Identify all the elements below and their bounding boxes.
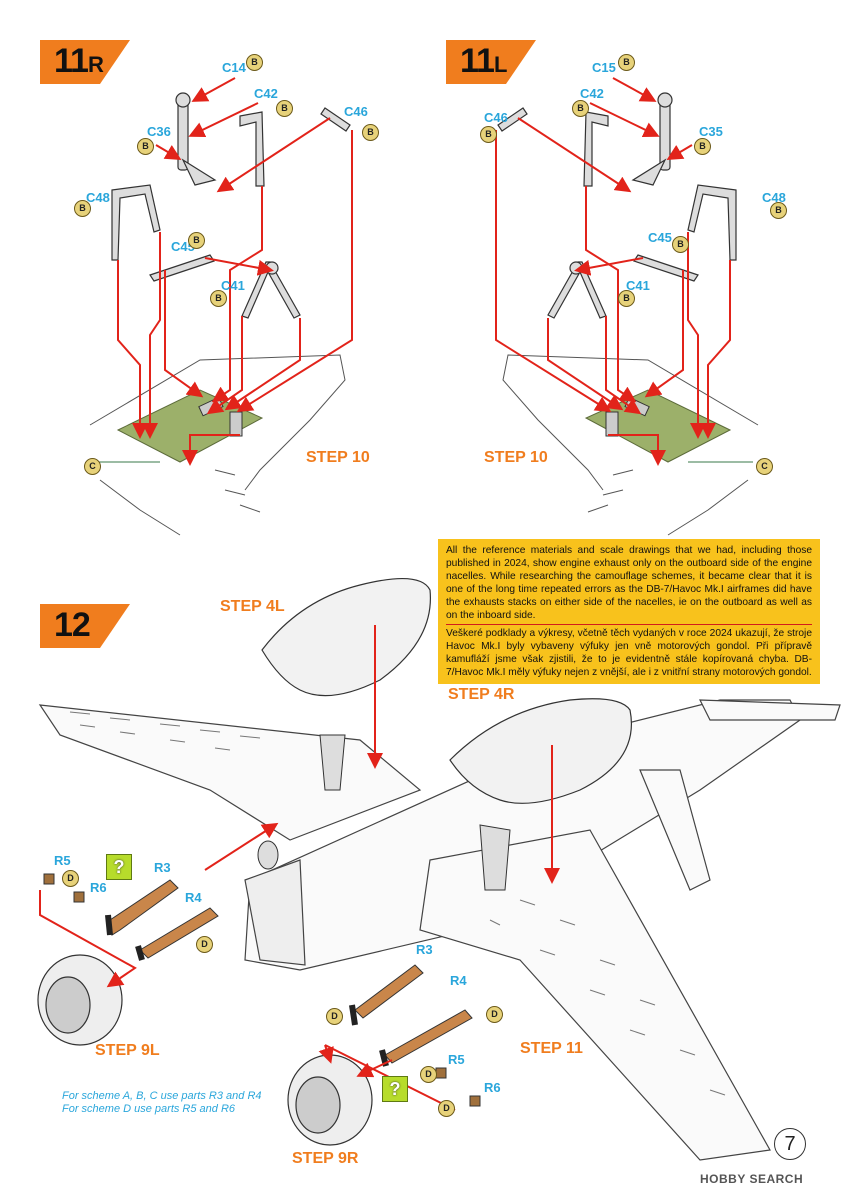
sprue-b-marker: B: [362, 124, 379, 141]
step-ref-9r: STEP 9R: [292, 1150, 359, 1167]
part-r5-label: R5: [448, 1052, 465, 1067]
sprue-d-marker: D: [438, 1100, 455, 1117]
sprue-b-marker: B: [246, 54, 263, 71]
sprue-d-marker: D: [486, 1006, 503, 1023]
part-r4-label: R4: [185, 890, 202, 905]
note-czech: Veškeré podklady a výkresy, včetně těch …: [446, 628, 812, 678]
cowling-4r: [449, 698, 632, 804]
step-11r-badge: 11R: [40, 40, 130, 84]
part-c41-label: C41: [626, 278, 650, 293]
step-number: 11R: [54, 42, 104, 80]
sprue-b-marker: B: [276, 100, 293, 117]
aircraft-outline: [38, 699, 841, 1161]
wing-underside-11r: [89, 354, 346, 536]
arrows-11l: [495, 77, 731, 466]
step-ref-10-r: STEP 10: [306, 449, 370, 466]
sprue-d-marker: D: [196, 936, 213, 953]
watermark-logo: HOBBY SEARCH: [700, 1172, 804, 1186]
sprue-b-marker: B: [672, 236, 689, 253]
engine-9r: [287, 1054, 373, 1146]
part-r6-label: R6: [484, 1080, 501, 1095]
struts-11r: [111, 92, 351, 319]
step-ref-4l: STEP 4L: [220, 598, 285, 615]
scheme-note: For scheme A, B, C use parts R3 and R4 F…: [62, 1090, 262, 1116]
sprue-b-marker: B: [210, 290, 227, 307]
part-r5-label: R5: [54, 853, 71, 868]
sprue-c-marker: C: [84, 458, 101, 475]
scheme-note-line2: For scheme D use parts R5 and R6: [62, 1103, 236, 1115]
cowling-4l: [261, 577, 432, 697]
step-number: 11L: [460, 42, 507, 80]
gear-12: [257, 734, 511, 891]
wing-underside-11l: [502, 354, 759, 536]
question-mark-icon: ?: [382, 1076, 408, 1102]
step-11l-badge: 11L: [446, 40, 536, 84]
sprue-b-marker: B: [694, 138, 711, 155]
part-c46-label: C46: [484, 110, 508, 125]
step-ref-9l: STEP 9L: [95, 1042, 160, 1059]
part-c35-label: C35: [699, 124, 723, 139]
part-r6-label: R6: [90, 880, 107, 895]
step-ref-11: STEP 11: [520, 1040, 583, 1057]
sprue-b-marker: B: [618, 290, 635, 307]
sprue-d-marker: D: [62, 870, 79, 887]
part-c42-label: C42: [580, 86, 604, 101]
part-c45-label: C45: [648, 230, 672, 245]
part-c41-label: C41: [221, 278, 245, 293]
scheme-note-line1: For scheme A, B, C use parts R3 and R4: [62, 1090, 262, 1102]
page-number: 7: [774, 1128, 806, 1160]
engine-9l: [37, 954, 123, 1046]
part-r3-label: R3: [416, 942, 433, 957]
step-number: 12: [54, 606, 91, 644]
step-ref-4r: STEP 4R: [448, 686, 515, 703]
sprue-b-marker: B: [74, 200, 91, 217]
errata-note: All the reference materials and scale dr…: [438, 539, 820, 684]
exhausts: [43, 873, 481, 1107]
sprue-b-marker: B: [137, 138, 154, 155]
part-c48-label: C48: [762, 190, 786, 205]
sprue-d-marker: D: [326, 1008, 343, 1025]
sprue-d-marker: D: [420, 1066, 437, 1083]
sprue-b-marker: B: [480, 126, 497, 143]
panel-detail: [69, 711, 726, 1096]
question-mark-icon: ?: [106, 854, 132, 880]
part-c36-label: C36: [147, 124, 171, 139]
sprue-b-marker: B: [770, 202, 787, 219]
part-c14-label: C14: [222, 60, 246, 75]
sprue-b-marker: B: [572, 100, 589, 117]
sprue-c-marker: C: [756, 458, 773, 475]
part-c42-label: C42: [254, 86, 278, 101]
part-c48-label: C48: [86, 190, 110, 205]
part-c15-label: C15: [592, 60, 616, 75]
note-english: All the reference materials and scale dr…: [446, 544, 812, 625]
part-c46-label: C46: [344, 104, 368, 119]
sprue-b-marker: B: [618, 54, 635, 71]
part-r4-label: R4: [450, 973, 467, 988]
part-r3-label: R3: [154, 860, 171, 875]
arrows-11r: [117, 77, 353, 466]
sprue-b-marker: B: [188, 232, 205, 249]
step-12-badge: 12: [40, 604, 130, 648]
step-ref-10-l: STEP 10: [484, 449, 548, 466]
